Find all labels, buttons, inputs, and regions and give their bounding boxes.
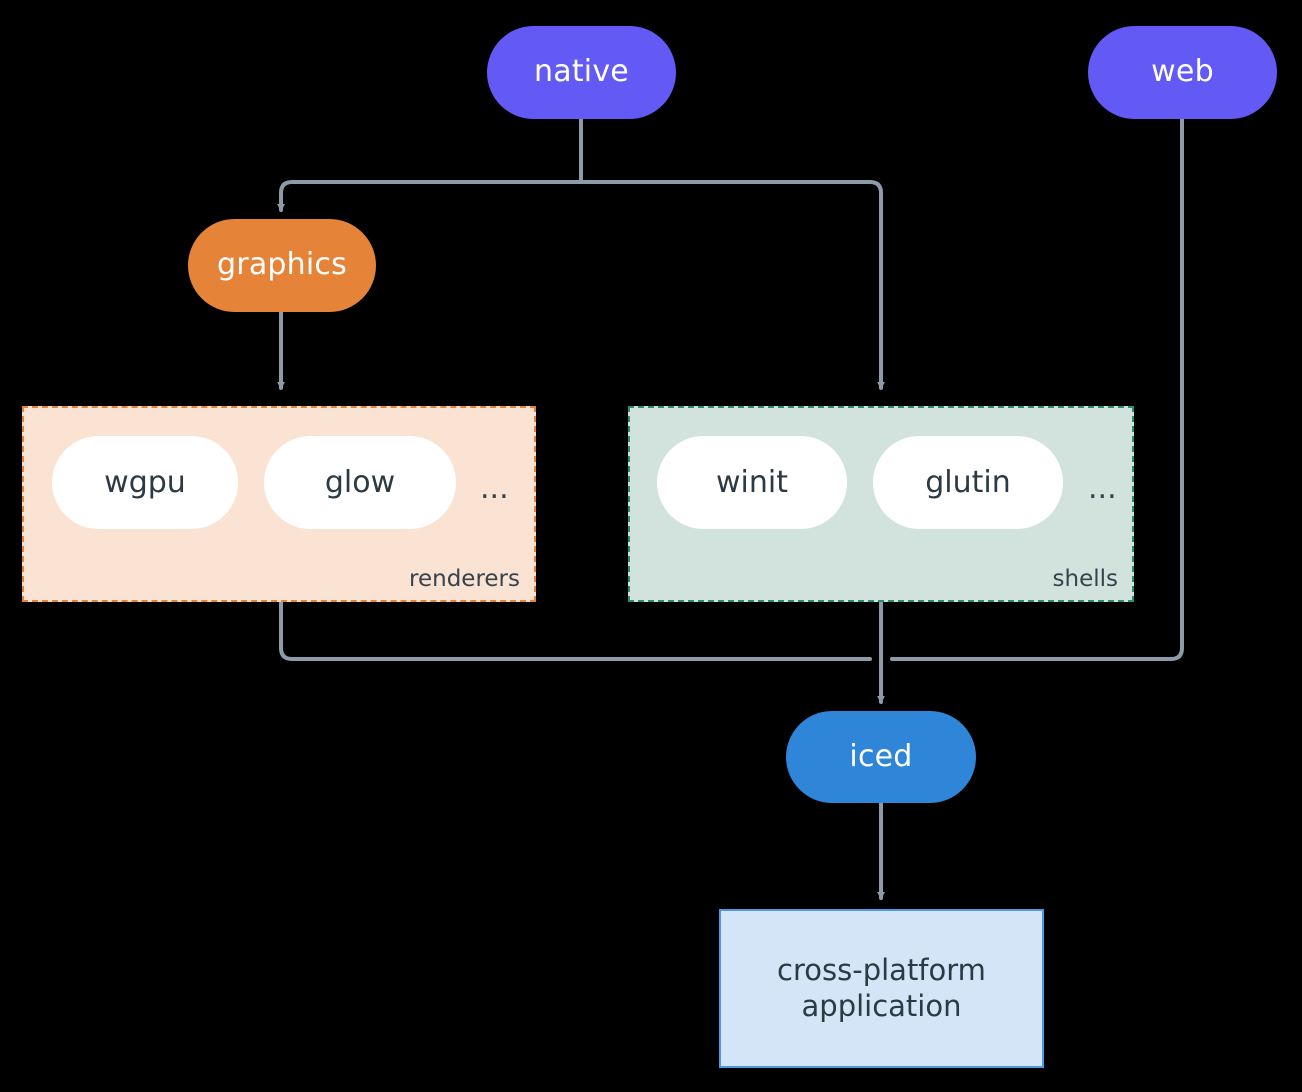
- renderer-item-wgpu[interactable]: wgpu: [52, 436, 238, 529]
- group-shells: winit glutin ... shells: [628, 406, 1134, 602]
- node-iced[interactable]: iced: [786, 711, 976, 803]
- node-native[interactable]: native: [487, 26, 676, 119]
- group-shells-label: shells: [1052, 566, 1118, 592]
- renderer-item-glow-label: glow: [324, 465, 396, 500]
- node-iced-label: iced: [849, 738, 913, 774]
- node-application-line2: application: [801, 988, 962, 1023]
- shell-item-glutin[interactable]: glutin: [873, 436, 1063, 529]
- renderer-item-glow[interactable]: glow: [264, 436, 456, 529]
- node-application-line1: cross-platform: [777, 953, 986, 988]
- edge-native-graphics: [277, 180, 583, 212]
- node-web-label: web: [1151, 54, 1214, 90]
- node-native-label: native: [534, 54, 629, 90]
- shell-item-glutin-label: glutin: [925, 465, 1011, 500]
- shells-more-ellipsis: ...: [1088, 471, 1117, 506]
- node-application[interactable]: cross-platform application: [719, 909, 1044, 1068]
- node-graphics-label: graphics: [217, 247, 347, 283]
- shell-item-winit[interactable]: winit: [657, 436, 847, 529]
- renderers-more-ellipsis: ...: [480, 471, 509, 506]
- shell-item-winit-label: winit: [716, 465, 788, 500]
- group-renderers: wgpu glow ... renderers: [22, 406, 536, 602]
- edge-native-shells: [579, 180, 885, 390]
- group-renderers-label: renderers: [409, 566, 520, 592]
- node-graphics[interactable]: graphics: [188, 219, 376, 312]
- edge-renderers-iced: [279, 599, 872, 661]
- renderer-item-wgpu-label: wgpu: [104, 465, 186, 500]
- node-web[interactable]: web: [1088, 26, 1277, 119]
